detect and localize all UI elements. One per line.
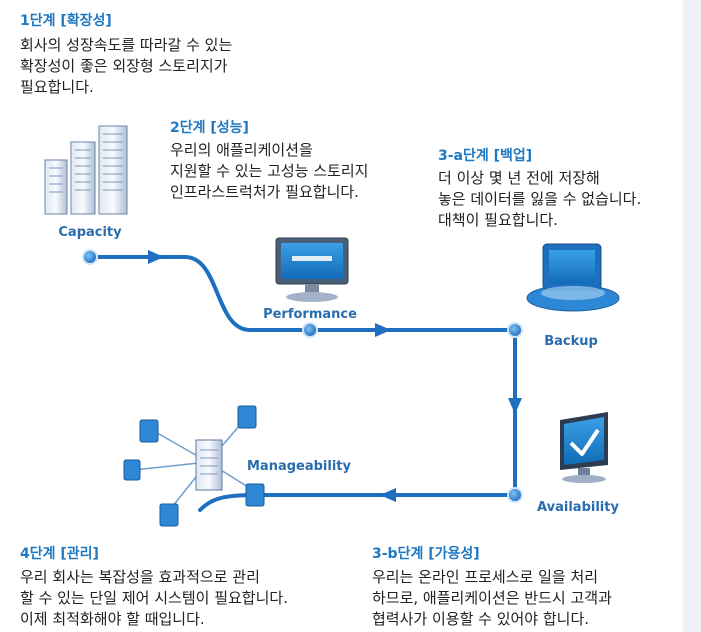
side-strip: [683, 0, 701, 632]
flow-node-dot: [507, 322, 523, 338]
stage3b-line: 우리는 온라인 프로세스로 일을 처리: [372, 568, 599, 586]
stage3a-line: 놓은 데이터를 잃을 수 없습니다.: [438, 190, 642, 208]
checkmark-monitor-icon: [560, 412, 608, 483]
stage1-title: 1단계 [확장성]: [20, 13, 112, 29]
stage4-title: 4단계 [관리]: [20, 546, 99, 562]
stage2-line: 우리의 애플리케이션을: [170, 141, 313, 159]
stage4-description: 우리 회사는 복잡성을 효과적으로 관리 할 수 있는 단일 제어 시스템이 필…: [20, 567, 288, 630]
stage3b-line: 하므로, 애플리케이션은 반드시 고객과: [372, 589, 612, 607]
flow-node-dot: [82, 249, 98, 265]
monitor-gauge-icon: [275, 237, 349, 302]
stage3a-line: 대책이 필요합니다.: [438, 211, 558, 229]
stage4-line: 할 수 있는 단일 제어 시스템이 필요합니다.: [20, 589, 288, 607]
stage3b-title: 3-b단계 [가용성]: [372, 546, 480, 562]
backup-label: Backup: [544, 334, 598, 349]
flow-arrow-icon: [508, 398, 522, 414]
stage1-line: 필요합니다.: [20, 78, 94, 96]
flow-arrow-icon: [380, 488, 396, 502]
availability-label: Availability: [537, 500, 619, 515]
stage3b-description: 우리는 온라인 프로세스로 일을 처리 하므로, 애플리케이션은 반드시 고객과…: [372, 567, 612, 630]
flow-node-dot: [302, 322, 318, 338]
manageability-label: Manageability: [247, 459, 352, 474]
capacity-label: Capacity: [58, 225, 122, 240]
flow-node-dot: [507, 487, 523, 503]
backup-drive-icon: [526, 243, 620, 312]
stage2-line: 인프라스트럭처가 필요합니다.: [170, 183, 359, 201]
server-racks-icon: [44, 125, 128, 215]
stage3a-description: 더 이상 몇 년 전에 저장해 놓은 데이터를 잃을 수 없습니다. 대책이 필…: [438, 168, 641, 231]
stage3a-line: 더 이상 몇 년 전에 저장해: [438, 169, 600, 187]
stage2-title: 2단계 [성능]: [170, 120, 249, 136]
stage3a-title: 3-a단계 [백업]: [438, 148, 533, 164]
stage4-line: 이제 최적화해야 할 때입니다.: [20, 610, 205, 628]
stage3b-line: 협력사가 이용할 수 있어야 합니다.: [372, 610, 590, 628]
network-servers-icon: [123, 405, 265, 527]
stage1-description: 회사의 성장속도를 따라갈 수 있는 확장성이 좋은 외장형 스토리지가 필요합…: [20, 35, 232, 98]
stage4-line: 우리 회사는 복잡성을 효과적으로 관리: [20, 568, 260, 586]
stage1-line: 회사의 성장속도를 따라갈 수 있는: [20, 36, 233, 54]
stage2-description: 우리의 애플리케이션을 지원할 수 있는 고성능 스토리지 인프라스트럭처가 필…: [170, 140, 368, 203]
performance-label: Performance: [263, 307, 357, 322]
stage2-line: 지원할 수 있는 고성능 스토리지: [170, 162, 369, 180]
stage1-line: 확장성이 좋은 외장형 스토리지가: [20, 57, 228, 75]
flow-arrow-icon: [148, 250, 164, 264]
flow-arrow-icon: [375, 323, 391, 337]
flow-line: [88, 255, 517, 512]
